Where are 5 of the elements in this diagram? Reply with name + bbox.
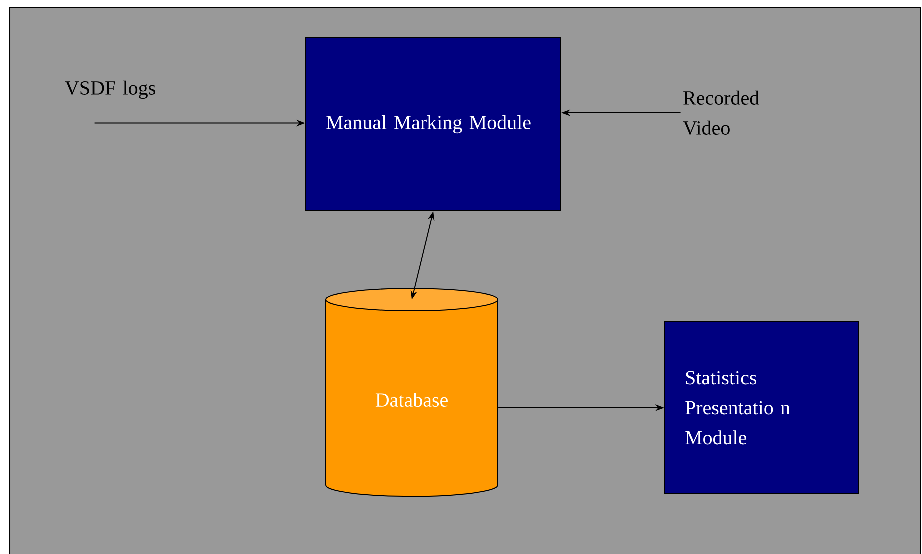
database-cylinder: Database [326, 288, 498, 498]
module-box: Statistics Presentatio n Module [664, 321, 860, 494]
module-box: Manual Marking Module [306, 38, 562, 212]
input-label: VSDF logs [65, 80, 156, 100]
input-label: Recorded Video [683, 90, 760, 136]
